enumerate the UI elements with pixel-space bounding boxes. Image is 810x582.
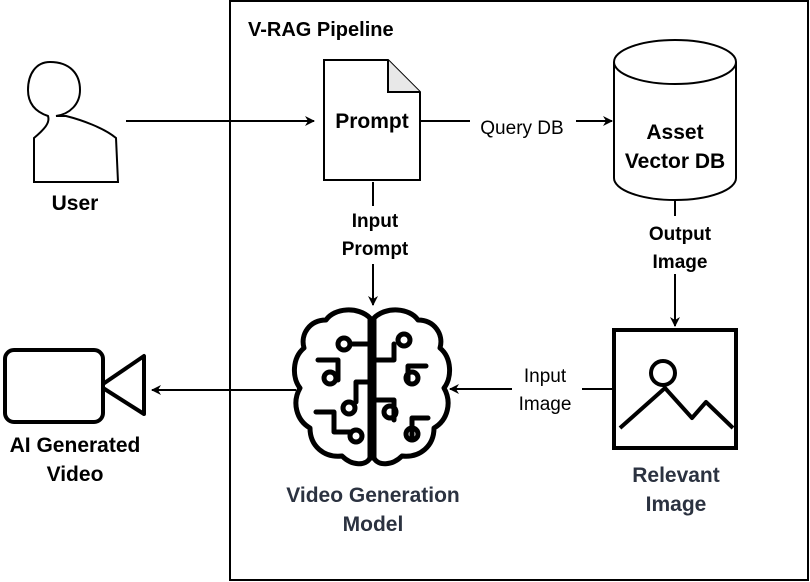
edge-label-output-image-line2: Image <box>653 252 708 273</box>
relevant-image-label-line2: Image <box>646 493 707 516</box>
user-icon <box>26 60 120 183</box>
edge-label-input-image-line2: Image <box>519 394 572 415</box>
edge-label-query-db: Query DB <box>480 118 563 139</box>
edge-label-input-prompt-line1: Input <box>352 211 399 232</box>
model-label-line2: Model <box>343 513 404 536</box>
pipeline-title: V-RAG Pipeline <box>248 19 394 41</box>
document-icon <box>323 59 421 181</box>
video-label-line2: Video <box>47 463 104 486</box>
asset-db-label-line1: Asset <box>646 121 703 144</box>
edge-label-input-prompt-line2: Prompt <box>342 239 409 260</box>
video-label-line1: AI Generated <box>10 434 141 457</box>
user-label: User <box>52 192 99 215</box>
video-camera-icon <box>3 348 146 424</box>
edge-label-output-image-line1: Output <box>649 224 712 245</box>
brain-circuit-icon <box>292 307 452 467</box>
asset-db-label-line2: Vector DB <box>625 150 725 173</box>
model-label-line1: Video Generation <box>286 484 460 507</box>
relevant-image-label-line1: Relevant <box>632 464 720 487</box>
edge-label-input-image-line1: Input <box>524 366 567 387</box>
image-icon <box>612 328 738 450</box>
prompt-label: Prompt <box>335 110 409 133</box>
pipeline-container <box>229 0 809 581</box>
database-icon <box>613 39 737 201</box>
